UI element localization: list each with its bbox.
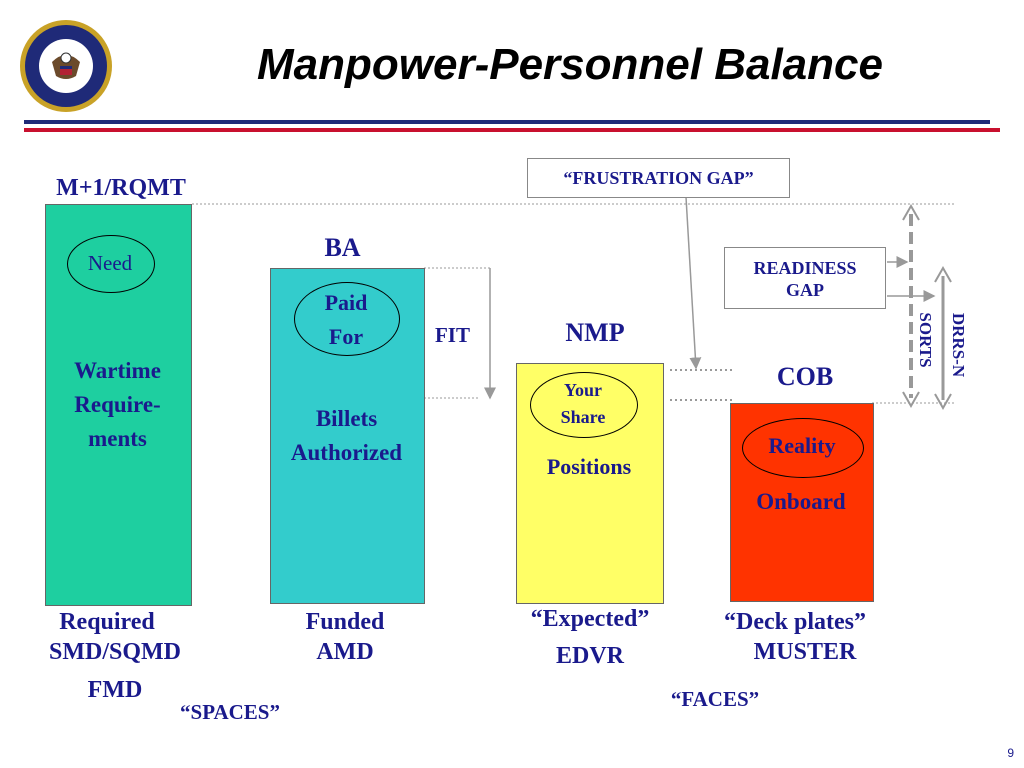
spaces-label: “SPACES”: [180, 700, 280, 724]
ba-top-label: BA: [324, 233, 361, 262]
frustration-gap-box: “FRUSTRATION GAP”: [527, 158, 790, 198]
your-label: Your: [563, 380, 602, 400]
frustration-gap-label: “FRUSTRATION GAP”: [563, 168, 754, 188]
need-label: Need: [87, 251, 133, 275]
fit-label: FIT: [434, 323, 470, 347]
sorts-label: SORTS: [916, 312, 935, 368]
require-label: Require-: [74, 392, 161, 417]
rqmt-top-label: M+1/RQMT: [56, 175, 186, 201]
amd-label: AMD: [316, 639, 374, 665]
navy-logo: [18, 18, 114, 114]
nmp-top-label: NMP: [565, 318, 625, 347]
page-title: Manpower-Personnel Balance: [257, 40, 883, 89]
positions-label: Positions: [546, 454, 632, 479]
paid-label: Paid: [324, 290, 368, 315]
edvr-label: EDVR: [555, 643, 624, 669]
muster-label: MUSTER: [753, 639, 857, 665]
reality-oval: [742, 418, 864, 478]
readiness-gap-box: READINESS GAP: [724, 247, 886, 309]
deck-plates-label: “Deck plates”: [724, 609, 866, 635]
header-rule-red: [24, 128, 1000, 132]
need-oval: [67, 235, 155, 293]
cob-top-label: COB: [776, 362, 834, 391]
required-label: Required: [59, 609, 155, 635]
billets-label: Billets: [315, 406, 378, 431]
your-share-oval: [530, 372, 638, 438]
fmd-label: FMD: [87, 677, 143, 703]
wartime-label: Wartime: [74, 358, 161, 383]
paid-for-oval: [294, 282, 400, 356]
navy-seal-icon: [20, 20, 112, 112]
header-rule-blue: [24, 120, 990, 124]
reality-label: Reality: [768, 433, 836, 458]
for-label: For: [328, 324, 364, 349]
ments-label: ments: [88, 426, 147, 451]
gap-label: GAP: [786, 280, 824, 300]
funded-label: Funded: [305, 609, 385, 635]
readiness-label: READINESS: [753, 258, 857, 278]
smd-sqmd-label: SMD/SQMD: [49, 639, 181, 665]
faces-label: “FACES”: [670, 687, 760, 711]
drrs-n-label: DRRS-N: [949, 312, 968, 378]
expected-label: “Expected”: [530, 606, 650, 632]
authorized-label: Authorized: [290, 440, 403, 465]
page-number: 9: [1007, 746, 1014, 760]
share-label: Share: [560, 407, 606, 427]
onboard-label: Onboard: [756, 489, 846, 514]
